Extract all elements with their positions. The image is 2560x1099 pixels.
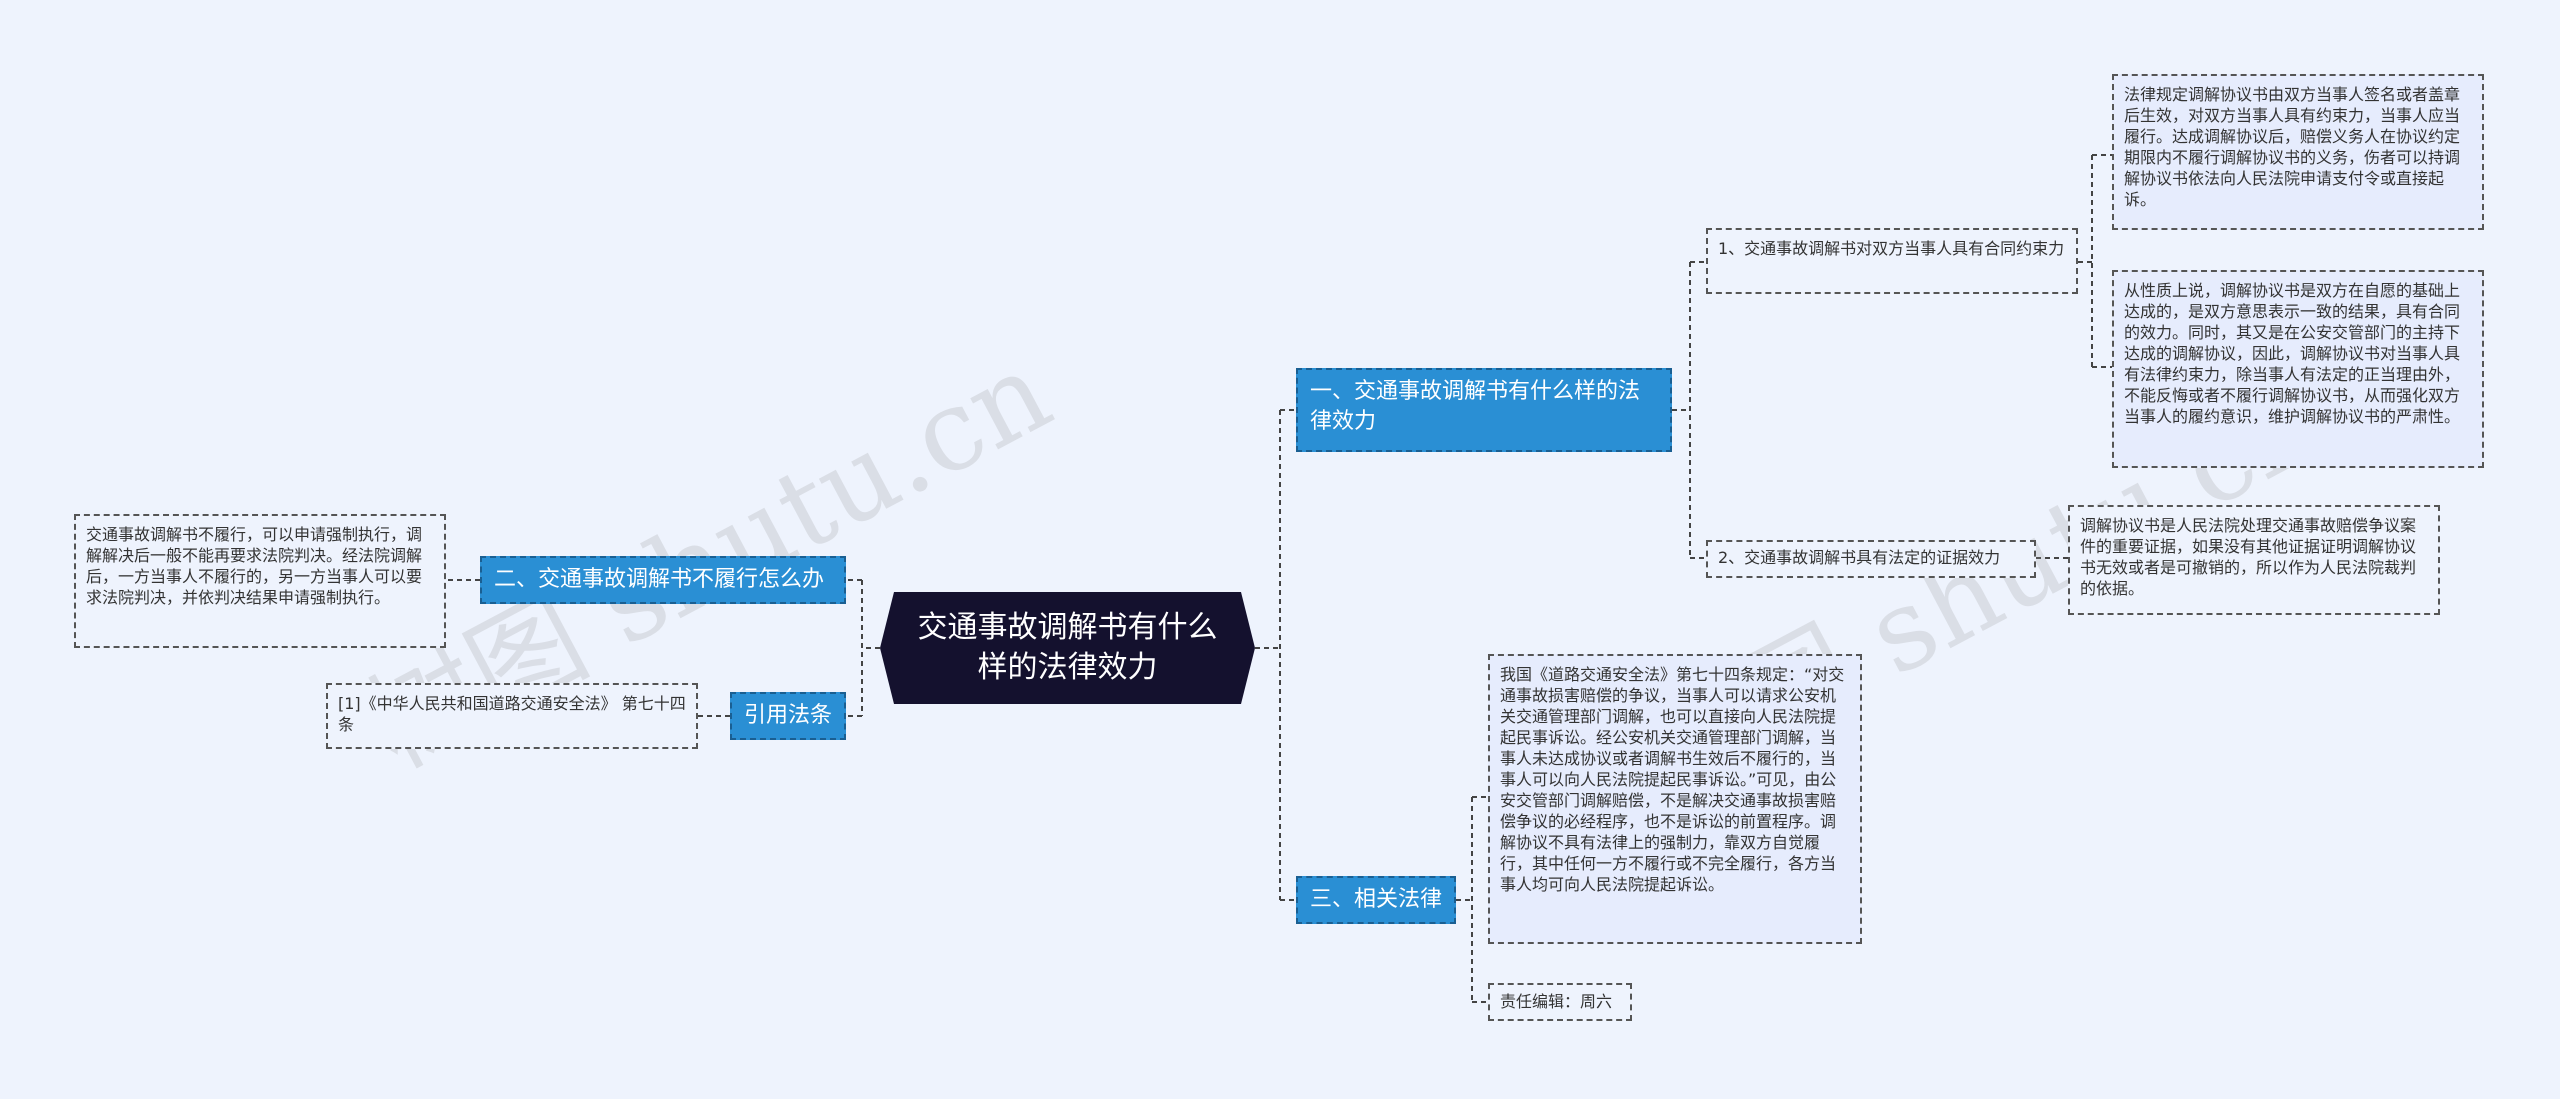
detail-editor: 责任编辑：周六 bbox=[1488, 983, 1632, 1021]
branch-legal-effect[interactable]: 一、交通事故调解书有什么样的法律效力 bbox=[1296, 368, 1672, 452]
sub-evidence-effect-label: 2、交通事故调解书具有法定的证据效力 bbox=[1718, 548, 2001, 567]
sub-contract-binding[interactable]: 1、交通事故调解书对双方当事人具有合同约束力 bbox=[1706, 228, 2078, 294]
detail-non-performance: 交通事故调解书不履行，可以申请强制执行，调解解决后一般不能再要求法院判决。经法院… bbox=[74, 514, 446, 648]
root-title: 交通事故调解书有什么样的法律效力 bbox=[917, 610, 1218, 685]
detail-evidence-effect: 调解协议书是人民法院处理交通事故赔偿争议案件的重要证据，如果没有其他证据证明调解… bbox=[2068, 505, 2440, 615]
detail-contract-binding-nature: 从性质上说，调解协议书是双方在自愿的基础上达成的，是双方意思表示一致的结果，具有… bbox=[2112, 270, 2484, 468]
detail-cited-article: [1]《中华人民共和国道路交通安全法》 第七十四条 bbox=[326, 683, 698, 749]
detail-cited-article-text: [1]《中华人民共和国道路交通安全法》 第七十四条 bbox=[338, 694, 686, 734]
branch-legal-effect-label: 一、交通事故调解书有什么样的法律效力 bbox=[1310, 379, 1641, 434]
detail-related-law: 我国《道路交通安全法》第七十四条规定：“对交通事故损害赔偿的争议，当事人可以请求… bbox=[1488, 654, 1862, 944]
branch-non-performance-label: 二、交通事故调解书不履行怎么办 bbox=[494, 567, 825, 592]
branch-cited-articles-label: 引用法条 bbox=[744, 703, 833, 728]
detail-related-law-text: 我国《道路交通安全法》第七十四条规定：“对交通事故损害赔偿的争议，当事人可以请求… bbox=[1500, 665, 1845, 894]
root-topic[interactable]: 交通事故调解书有什么样的法律效力 bbox=[880, 592, 1255, 704]
sub-evidence-effect[interactable]: 2、交通事故调解书具有法定的证据效力 bbox=[1706, 540, 2036, 578]
link-branch3-trunk bbox=[1456, 797, 1473, 1002]
branch-related-law[interactable]: 三、相关法律 bbox=[1296, 876, 1456, 924]
detail-editor-text: 责任编辑：周六 bbox=[1500, 992, 1613, 1011]
detail-non-performance-text: 交通事故调解书不履行，可以申请强制执行，调解解决后一般不能再要求法院判决。经法院… bbox=[86, 525, 423, 607]
detail-contract-binding-law-text: 法律规定调解协议书由双方当事人签名或者盖章后生效，对双方当事人具有约束力，当事人… bbox=[2124, 85, 2461, 209]
link-sub1-trunk bbox=[2078, 155, 2093, 367]
branch-cited-articles[interactable]: 引用法条 bbox=[730, 692, 846, 740]
branch-related-law-label: 三、相关法律 bbox=[1310, 887, 1443, 912]
sub-contract-binding-label: 1、交通事故调解书对双方当事人具有合同约束力 bbox=[1718, 239, 2065, 258]
detail-contract-binding-law: 法律规定调解协议书由双方当事人签名或者盖章后生效，对双方当事人具有约束力，当事人… bbox=[2112, 74, 2484, 230]
detail-contract-binding-nature-text: 从性质上说，调解协议书是双方在自愿的基础上达成的，是双方意思表示一致的结果，具有… bbox=[2124, 281, 2461, 426]
branch-non-performance[interactable]: 二、交通事故调解书不履行怎么办 bbox=[480, 556, 846, 604]
detail-evidence-effect-text: 调解协议书是人民法院处理交通事故赔偿争议案件的重要证据，如果没有其他证据证明调解… bbox=[2080, 516, 2417, 598]
link-branch1-trunk bbox=[1672, 262, 1691, 558]
